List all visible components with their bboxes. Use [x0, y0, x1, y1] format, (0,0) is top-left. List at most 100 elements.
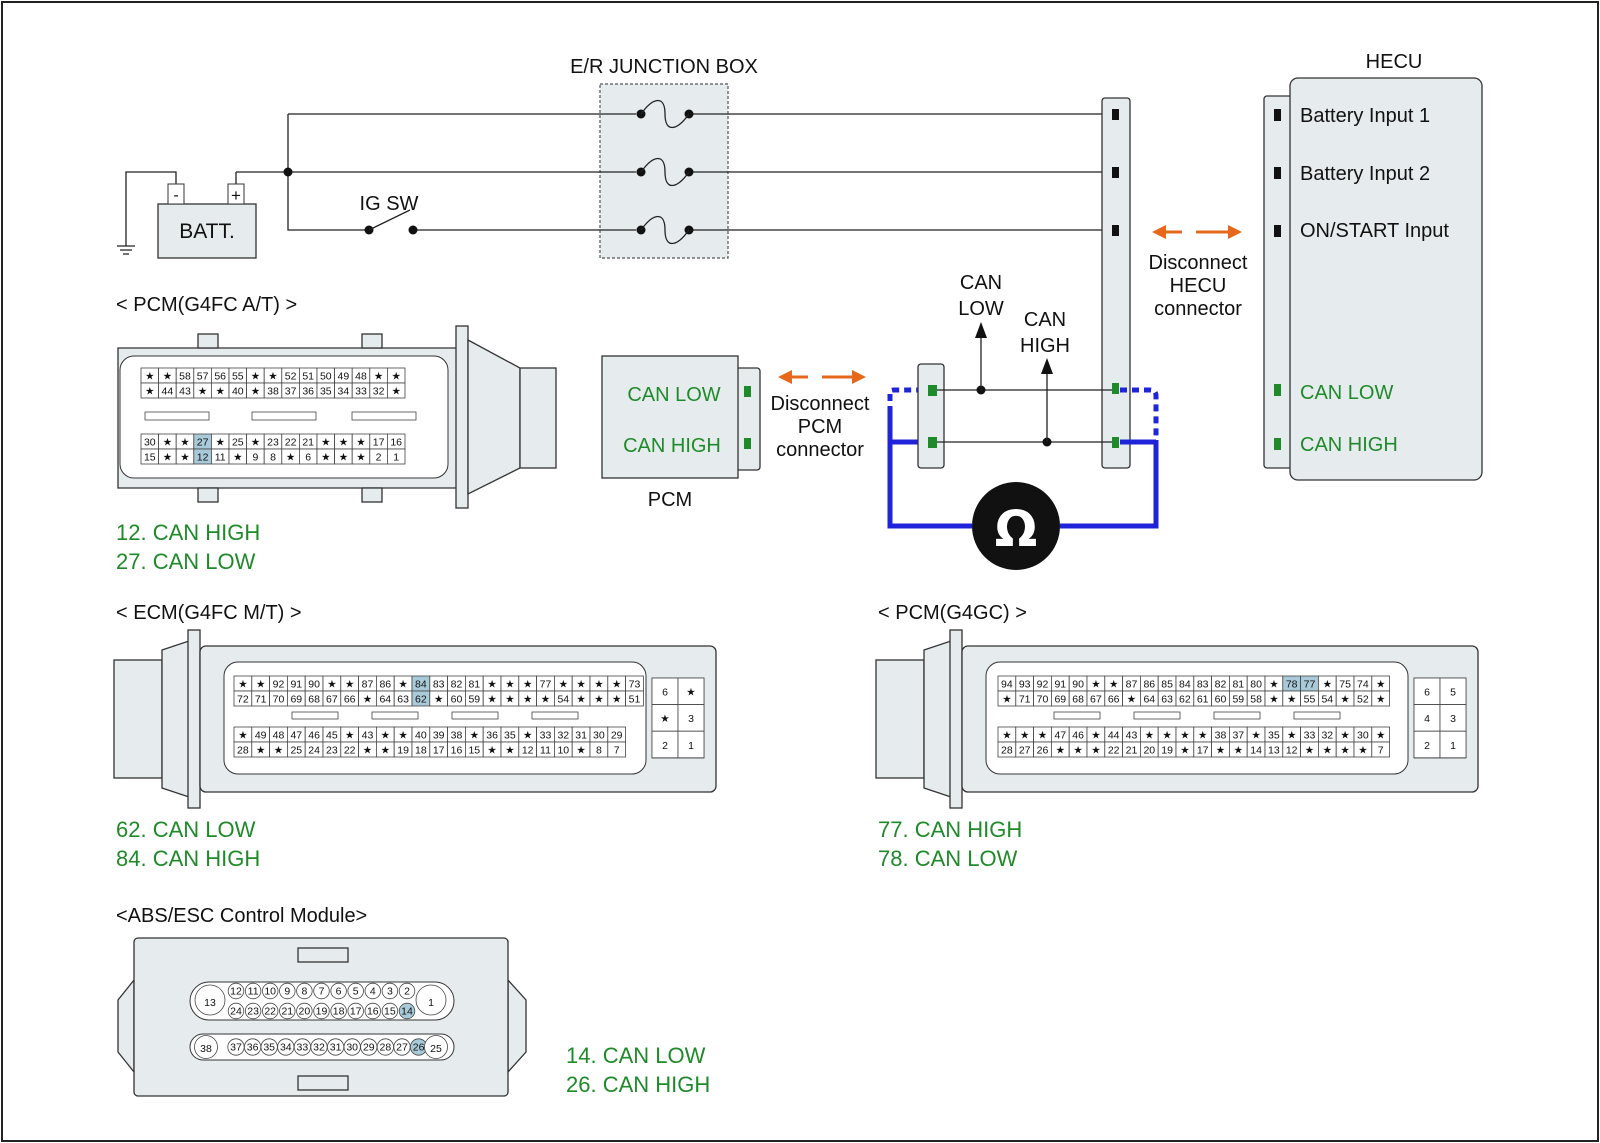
pin-number: 1: [688, 740, 694, 752]
cable-boot: [875, 659, 925, 779]
pin-number: 20: [299, 1005, 311, 1017]
pin-number: ★: [398, 729, 408, 741]
fuse-icon: [636, 157, 694, 187]
pin-cell: [194, 1035, 218, 1059]
hecu-connector: [1263, 95, 1293, 469]
pin-number: 49: [255, 729, 267, 741]
pin-cell: [677, 704, 705, 732]
pin-number: 35: [263, 1041, 275, 1053]
pin-number: 19: [316, 1005, 328, 1017]
pin-number: 21: [302, 436, 314, 448]
pin-number: 93: [1019, 678, 1031, 690]
pin-number: ★: [559, 678, 569, 690]
pin-number: 39: [433, 729, 445, 741]
pin-number: 74: [1357, 678, 1369, 690]
can-low-label: CAN: [960, 272, 1002, 294]
pin-number: 60: [451, 693, 463, 705]
pin-number: ★: [434, 693, 444, 705]
connector-note: 84. CAN HIGH: [116, 846, 260, 871]
pin-number: 86: [1143, 678, 1155, 690]
connector-title: <ABS/ESC Control Module>: [116, 905, 367, 927]
pin-number: 33: [355, 385, 367, 397]
pin-number: 36: [486, 729, 498, 741]
pin-number: ★: [356, 436, 366, 448]
pin-cell: [651, 704, 679, 732]
pin-number: 26: [413, 1041, 425, 1053]
pin-number: 6: [662, 687, 668, 699]
pin-number: ★: [505, 744, 515, 756]
fuse-icon: [636, 215, 694, 245]
pin-number: 47: [290, 729, 302, 741]
pin-number: 14: [1250, 744, 1262, 756]
connector-note: 77. CAN HIGH: [878, 817, 1022, 842]
pin-number: 24: [308, 744, 320, 756]
pin-number: 92: [1037, 678, 1049, 690]
pin-cell: [386, 448, 406, 465]
pin-number: 26: [1037, 744, 1049, 756]
pin-number: 22: [344, 744, 356, 756]
pin-number: 71: [255, 693, 267, 705]
pin-number: 68: [308, 693, 320, 705]
pin-number: 24: [230, 1005, 242, 1017]
pin-number: ★: [238, 678, 248, 690]
arrow-left-icon: [778, 370, 792, 384]
pin-cell: [347, 982, 364, 1000]
pcm-pin-label: CAN HIGH: [623, 435, 721, 457]
pin-number: 52: [1357, 693, 1369, 705]
pin-number: 36: [302, 385, 314, 397]
pin-number: 55: [1304, 693, 1316, 705]
pin-number: 22: [264, 1005, 276, 1017]
pin-number: ★: [1323, 678, 1333, 690]
pin-number: ★: [576, 693, 586, 705]
pin-number: 8: [596, 744, 602, 756]
pin-number: 3: [688, 713, 694, 725]
pin-number: ★: [363, 693, 373, 705]
pin-number: 12: [197, 451, 209, 463]
pin-number: 5: [1450, 687, 1456, 699]
pin-number: 25: [290, 744, 302, 756]
pin-cell: [381, 1002, 399, 1020]
terminal-icon: [1274, 109, 1281, 121]
terminal-icon: [928, 437, 937, 448]
wire-ig-feed: [287, 114, 365, 231]
pin-number: 78: [1286, 678, 1298, 690]
pin-number: 75: [1339, 678, 1351, 690]
pin-number: ★: [180, 436, 190, 448]
separator-bar: [1293, 711, 1341, 720]
pin-number: 23: [247, 1005, 259, 1017]
pin-cell: [262, 1002, 279, 1020]
pin-number: ★: [1109, 678, 1119, 690]
pin-number: 47: [1054, 729, 1066, 741]
pin-cell: [1371, 741, 1391, 758]
can-low-bus: [1120, 387, 1159, 436]
pin-number: 12: [230, 985, 242, 997]
pin-number: ★: [256, 678, 266, 690]
pin-number: ★: [256, 744, 266, 756]
disconnect-pcm-label: Disconnect: [771, 393, 870, 415]
pin-number: 23: [267, 436, 279, 448]
pin-number: ★: [1002, 693, 1012, 705]
latch: [361, 487, 383, 503]
pin-number: ★: [345, 678, 355, 690]
can-measurement: CAN LOW CAN HIGH PCM Disconnect PCM conn…: [601, 272, 1159, 570]
pin-number: 64: [379, 693, 391, 705]
pin-number: 83: [433, 678, 445, 690]
pin-number: 48: [355, 370, 367, 382]
ground-icon: [117, 245, 135, 255]
cable-boot: [519, 367, 557, 469]
pin-cell: [262, 982, 279, 1000]
pin-number: ★: [356, 451, 366, 463]
pin-number: 3: [1450, 713, 1456, 725]
pin-number: ★: [1091, 729, 1101, 741]
pin-number: 92: [273, 678, 285, 690]
can-low-label: LOW: [958, 298, 1004, 320]
pin-cell: [424, 1035, 448, 1059]
pin-number: 18: [333, 1005, 345, 1017]
pin-number: 82: [451, 678, 463, 690]
pin-number: 37: [230, 1041, 242, 1053]
pin-number: ★: [1091, 678, 1101, 690]
pin-number: 10: [557, 744, 569, 756]
